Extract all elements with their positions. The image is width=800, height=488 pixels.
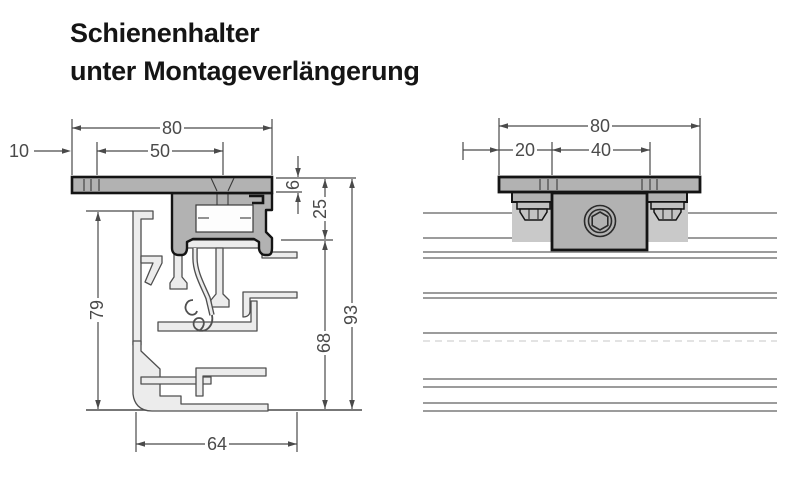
dim-label-profile-height: 79 [87, 297, 107, 323]
hex-bolt [583, 204, 617, 238]
spring-clip [249, 194, 265, 205]
drawing-title: Schienenhalter unter Montageverlängerung [70, 14, 420, 90]
dim-label-left-inner-width: 50 [147, 141, 173, 161]
dim-label-plate-thickness: 6 [283, 179, 303, 191]
dim-label-right-total-width: 80 [587, 116, 613, 136]
dim-label-holder-depth: 25 [310, 196, 330, 222]
rail-holder-clamp [170, 191, 274, 257]
dim-label-block-width: 40 [588, 140, 614, 160]
drawing-title-line2: unter Montageverlängerung [70, 56, 420, 86]
dim-label-holder-to-base: 68 [314, 330, 334, 356]
dimension-arrows [62, 123, 700, 447]
holder-block-front [550, 191, 649, 252]
dim-label-left-total-width: 80 [159, 118, 185, 138]
mounting-extension-plate-front [497, 175, 702, 194]
drawing-title-line1: Schienenhalter [70, 18, 260, 48]
dim-label-left-offset: 10 [8, 141, 30, 161]
dim-label-overall-height: 93 [341, 302, 361, 328]
dim-label-edge-to-block: 20 [512, 140, 538, 160]
hex-nut-left [516, 201, 551, 221]
dim-label-base-width: 64 [204, 434, 230, 454]
mounting-extension-plate-section [70, 175, 274, 195]
hex-nut-right [650, 201, 685, 221]
